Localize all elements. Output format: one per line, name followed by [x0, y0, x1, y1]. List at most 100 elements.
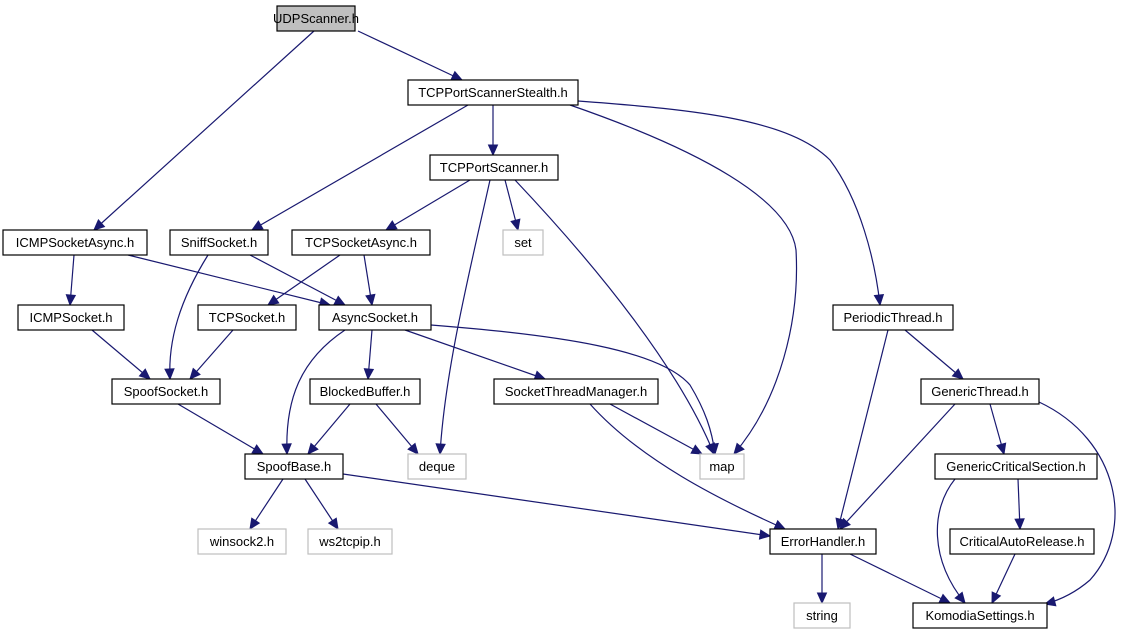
- edge-line: [267, 254, 341, 306]
- edge-icmpsocket-to-spoofsocket: [91, 329, 151, 380]
- edge-periodic-to-errorhandler: [835, 329, 889, 531]
- node-box: [2, 229, 148, 256]
- node-label: winsock2.h: [209, 534, 274, 549]
- arrowhead: [773, 519, 787, 530]
- arrowhead: [996, 442, 1007, 456]
- node-komodia[interactable]: KomodiaSettings.h: [912, 602, 1048, 629]
- node-map: map: [699, 453, 745, 480]
- edge-line: [249, 254, 346, 306]
- node-label: PeriodicThread.h: [844, 310, 943, 325]
- edge-layer: [65, 30, 1116, 607]
- edge-tcpstealth-to-map: [569, 104, 798, 455]
- edge-tcpscanner-to-map: [514, 179, 715, 456]
- node-box: [407, 79, 579, 106]
- edge-line: [839, 403, 956, 530]
- node-tcpscanner[interactable]: TCPPortScanner.h: [429, 154, 559, 181]
- edge-generic-to-errorhandler: [839, 403, 956, 530]
- node-box: [920, 378, 1040, 405]
- edge-blocked-to-spoofbase: [307, 403, 351, 455]
- node-spoofbase[interactable]: SpoofBase.h: [244, 453, 344, 480]
- edge-stm-to-map: [609, 403, 704, 455]
- node-gcs[interactable]: GenericCriticalSection.h: [934, 453, 1098, 480]
- edge-line: [1038, 401, 1116, 605]
- arrowhead: [487, 144, 499, 157]
- edge-line: [569, 104, 798, 455]
- node-layer: UDPScanner.hTCPPortScannerStealth.hTCPPo…: [2, 5, 1098, 629]
- edge-line: [177, 403, 264, 455]
- node-asyncsocket[interactable]: AsyncSocket.h: [318, 304, 432, 331]
- node-tcpsocket[interactable]: TCPSocket.h: [197, 304, 297, 331]
- arrowhead: [951, 368, 964, 380]
- node-sniff[interactable]: SniffSocket.h: [169, 229, 269, 256]
- arrowhead: [93, 219, 106, 231]
- edge-tcpstealth-to-periodic: [577, 100, 885, 307]
- arrowhead: [938, 593, 952, 604]
- arrowhead: [249, 517, 261, 531]
- arrowhead: [954, 591, 966, 604]
- edge-spoofbase-to-winsock: [249, 478, 284, 531]
- arrowhead: [307, 442, 319, 455]
- node-winsock: winsock2.h: [197, 528, 287, 555]
- node-box: [769, 528, 877, 555]
- node-box: [912, 602, 1048, 629]
- edge-icmpasync-to-icmpsocket: [65, 254, 77, 307]
- edge-sniff-to-spoofsocket: [164, 254, 209, 381]
- node-label: KomodiaSettings.h: [925, 608, 1034, 623]
- node-label: ErrorHandler.h: [781, 534, 866, 549]
- edge-spoofsocket-to-spoofbase: [177, 403, 265, 455]
- node-box: [197, 528, 287, 555]
- edge-generic-to-komodia: [1038, 401, 1116, 607]
- edge-generic-to-gcs: [989, 403, 1007, 456]
- node-label: ICMPSocketAsync.h: [16, 235, 135, 250]
- arrowhead: [1014, 518, 1025, 531]
- arrowhead: [251, 444, 265, 455]
- node-tcpstealth[interactable]: TCPPortScannerStealth.h: [407, 79, 579, 106]
- edge-line: [127, 254, 331, 306]
- node-label: BlockedBuffer.h: [320, 384, 411, 399]
- edge-car-to-komodia: [991, 553, 1016, 605]
- edge-line: [609, 403, 703, 455]
- arrowhead: [758, 529, 772, 540]
- edge-asyncsocket-to-stm: [404, 329, 547, 381]
- node-errorhandler[interactable]: ErrorHandler.h: [769, 528, 877, 555]
- edge-line: [404, 329, 546, 380]
- node-generic[interactable]: GenericThread.h: [920, 378, 1040, 405]
- edge-line: [589, 403, 786, 530]
- node-icmpasync[interactable]: ICMPSocketAsync.h: [2, 229, 148, 256]
- node-box: [502, 229, 544, 256]
- node-udpscanner: UDPScanner.h: [273, 5, 359, 32]
- edge-line: [936, 478, 966, 604]
- arrowhead: [510, 218, 521, 232]
- arrowhead: [733, 442, 745, 455]
- arrowhead: [164, 368, 175, 381]
- node-spoofsocket[interactable]: SpoofSocket.h: [111, 378, 221, 405]
- node-box: [949, 528, 1095, 555]
- arrowhead: [189, 367, 201, 380]
- arrowhead: [138, 368, 151, 380]
- node-box: [793, 602, 851, 629]
- node-stm[interactable]: SocketThreadManager.h: [493, 378, 659, 405]
- node-blocked[interactable]: BlockedBuffer.h: [309, 378, 421, 405]
- edge-blocked-to-deque: [375, 403, 419, 455]
- edge-tcpscanner-to-deque: [435, 179, 491, 456]
- node-label: ws2tcpip.h: [318, 534, 380, 549]
- node-periodic[interactable]: PeriodicThread.h: [832, 304, 954, 331]
- node-box: [493, 378, 659, 405]
- edge-spoofbase-to-errorhandler: [342, 473, 772, 540]
- node-tcpasync[interactable]: TCPSocketAsync.h: [291, 229, 431, 256]
- node-label: AsyncSocket.h: [332, 310, 418, 325]
- node-box: [934, 453, 1098, 480]
- node-car[interactable]: CriticalAutoRelease.h: [949, 528, 1095, 555]
- node-label: SniffSocket.h: [181, 235, 257, 250]
- arrowhead: [65, 294, 77, 307]
- edge-udpscanner-to-icmpasync: [93, 30, 315, 231]
- node-label: UDPScanner.h: [273, 11, 359, 26]
- edge-line: [189, 329, 234, 380]
- node-label: SpoofBase.h: [257, 459, 331, 474]
- node-box: [197, 304, 297, 331]
- edge-errorhandler-to-string: [816, 554, 828, 605]
- arrowhead: [363, 368, 375, 381]
- arrowhead: [327, 517, 339, 531]
- edge-asyncsocket-to-blocked: [363, 329, 375, 381]
- node-icmpsocket[interactable]: ICMPSocket.h: [17, 304, 125, 331]
